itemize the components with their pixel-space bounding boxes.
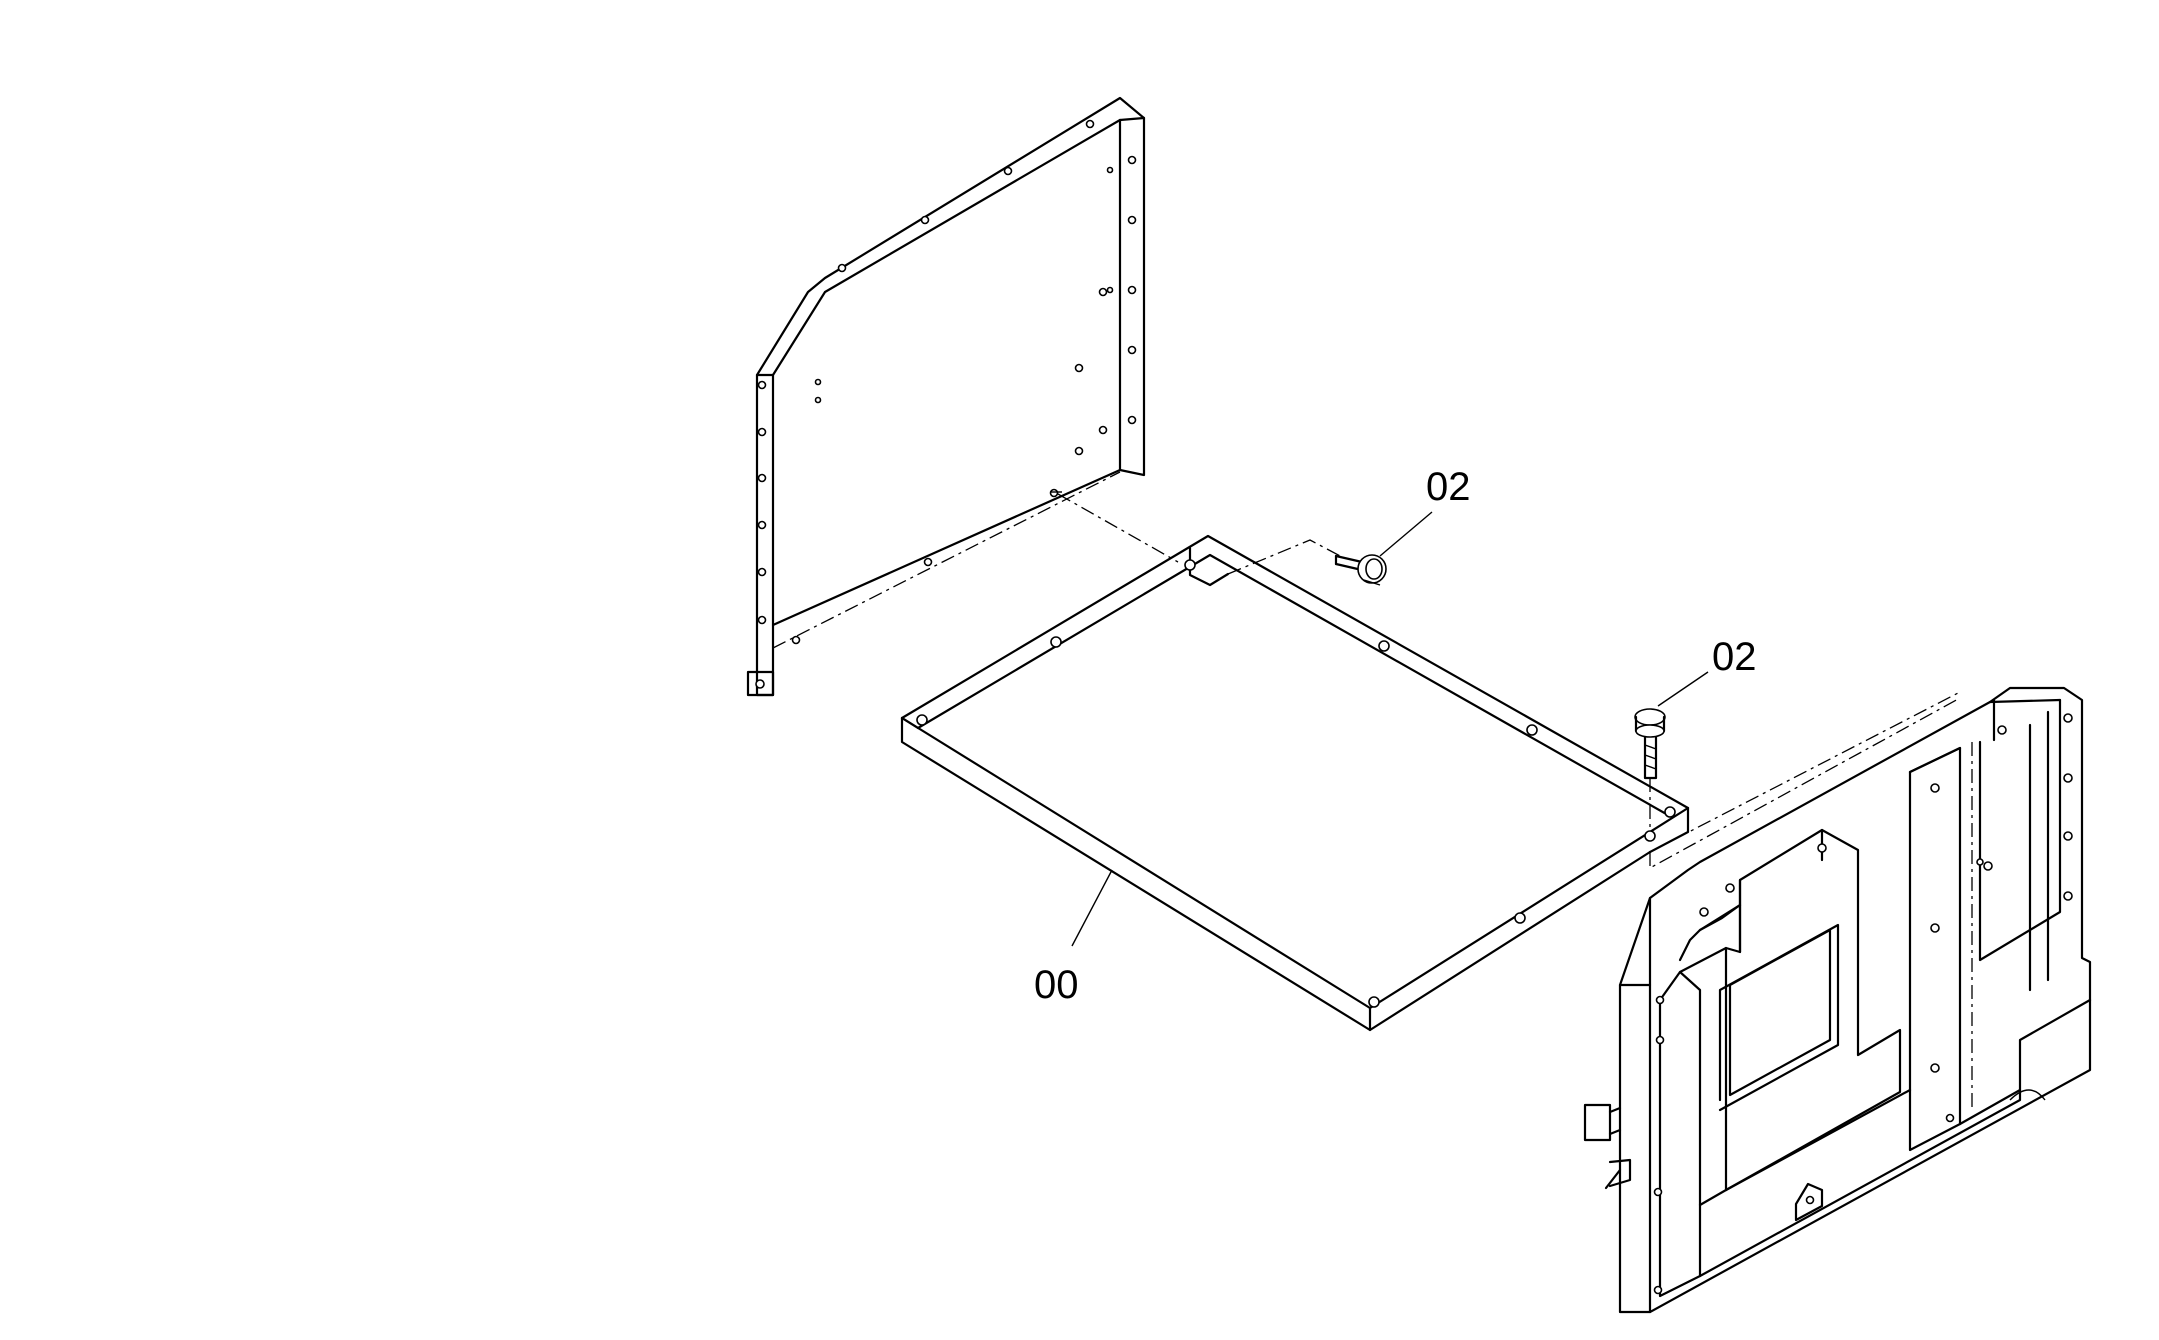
assembly-line-left <box>1057 493 1179 563</box>
right-frame-assembly <box>1583 686 2092 1314</box>
callout-bolt-right: 02 <box>1712 635 1757 679</box>
leader-line-bolt-upper <box>1379 511 1433 557</box>
leader-line-bolt-right <box>1657 671 1709 707</box>
callout-bolt-upper: 02 <box>1426 465 1471 509</box>
callout-floor-plate: 00 <box>1034 963 1079 1007</box>
leader-line-floor-plate <box>1071 869 1113 947</box>
floor-plate <box>900 534 1690 1032</box>
bolt-upper <box>1227 539 1387 586</box>
bolt-right <box>1634 708 1666 830</box>
left-side-panel <box>746 96 1146 697</box>
